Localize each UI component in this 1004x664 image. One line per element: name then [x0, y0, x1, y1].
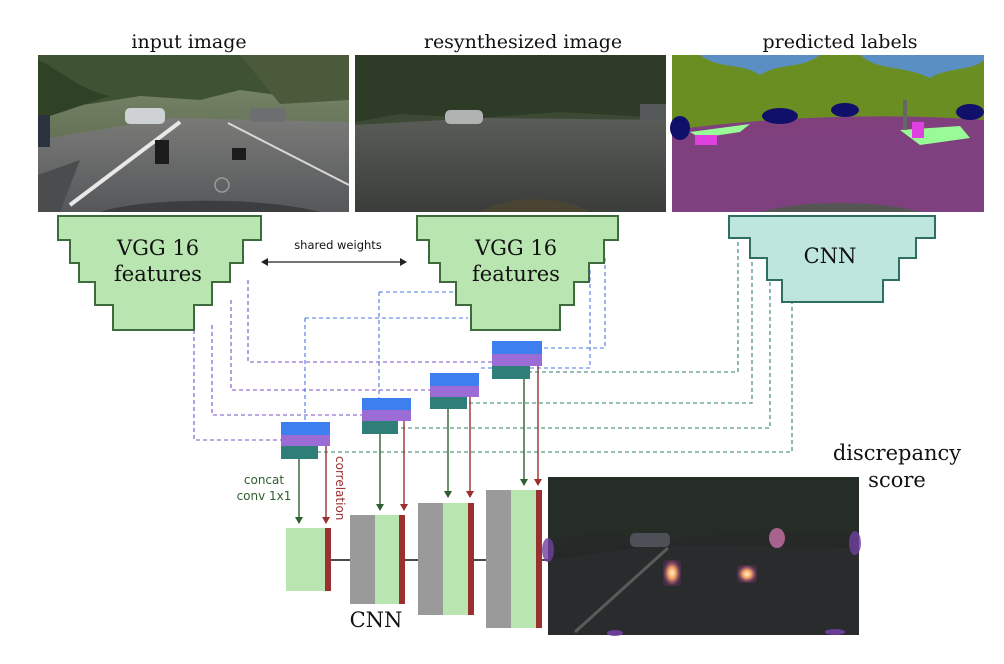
- feature-block-2: [362, 398, 411, 434]
- vgg16-right-label-line1: VGG 16: [474, 236, 557, 260]
- concat-label-line2: conv 1x1: [237, 489, 292, 503]
- input-image: [38, 55, 350, 212]
- decoder-block-2: [350, 515, 405, 604]
- resynthesized-image: [355, 55, 666, 212]
- decoder-block-3: [418, 503, 474, 615]
- fusion-arrows: [295, 366, 542, 524]
- decoder-cnn-label: CNN: [350, 608, 403, 632]
- decoder-block-1: [286, 528, 331, 591]
- predicted-labels-title: predicted labels: [762, 31, 917, 53]
- vgg16-left-label-line1: VGG 16: [116, 236, 199, 260]
- vgg16-left-encoder: VGG 16 features: [57, 215, 262, 331]
- concat-label-line1: concat: [244, 473, 284, 487]
- correlation-label: correlation: [333, 456, 347, 520]
- feature-block-3: [430, 373, 479, 409]
- vgg16-right-encoder: VGG 16 features: [416, 215, 619, 331]
- decoder-block-4: [486, 490, 542, 628]
- left-encoder-connections: [193, 280, 492, 441]
- vgg16-right-label-line2: features: [472, 262, 560, 286]
- labels-cnn-encoder: CNN: [728, 215, 936, 303]
- resynthesized-image-title: resynthesized image: [424, 31, 622, 53]
- discrepancy-label-line1: discrepancy: [833, 441, 961, 465]
- shared-weights-label: shared weights: [294, 238, 382, 252]
- discrepancy-label-line2: score: [868, 468, 926, 492]
- discrepancy-score-image: [542, 477, 861, 636]
- input-image-title: input image: [131, 31, 246, 53]
- labels-cnn-label: CNN: [804, 244, 857, 268]
- decoder-cnn: [286, 490, 548, 628]
- feature-block-4: [492, 341, 542, 379]
- predicted-labels-image: [670, 55, 984, 212]
- label-cnn-connections: [318, 242, 793, 453]
- vgg16-left-label-line2: features: [114, 262, 202, 286]
- feature-block-1: [281, 422, 330, 459]
